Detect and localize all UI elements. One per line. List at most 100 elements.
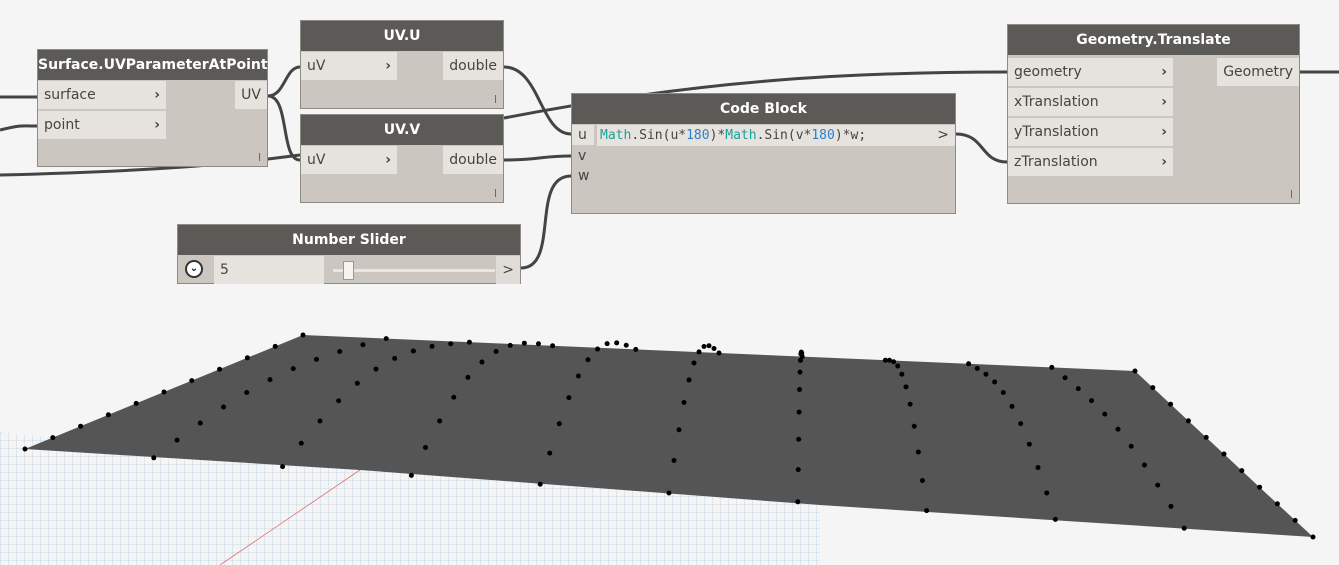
point (1102, 411, 1108, 417)
point (1181, 525, 1187, 531)
point (465, 374, 471, 380)
node-title: Geometry.Translate (1008, 25, 1299, 55)
node-number-slider[interactable]: Number Slider ⌄ 5 > (177, 224, 521, 284)
point (161, 389, 167, 395)
code-token: 180 (686, 128, 710, 143)
input-port-v[interactable]: v (578, 148, 587, 164)
point (882, 357, 888, 363)
point (891, 359, 897, 365)
port-label: geometry (1014, 64, 1082, 80)
point (556, 421, 562, 427)
port-label: uV (307, 58, 326, 74)
input-port-xtranslation[interactable]: xTranslation› (1008, 88, 1173, 116)
point (575, 373, 581, 379)
point (966, 361, 972, 367)
point (797, 357, 803, 363)
point (623, 342, 629, 348)
point (711, 345, 717, 351)
chevron-right-icon: › (385, 58, 391, 74)
input-port-point[interactable]: point› (38, 111, 166, 139)
point (696, 349, 702, 355)
node-title: UV.V (301, 115, 503, 145)
chevron-right-icon: › (154, 87, 160, 103)
lacing-indicator: l (493, 93, 497, 106)
point (466, 339, 472, 345)
point (681, 399, 687, 405)
point (50, 435, 56, 441)
point (983, 371, 989, 377)
node-surface-uvparameteratpoint[interactable]: Surface.UVParameterAtPoint surface› poin… (37, 49, 268, 167)
expand-chevron-icon[interactable]: ⌄ (185, 260, 203, 278)
output-port-double[interactable]: double (443, 146, 503, 174)
input-port-surface[interactable]: surface › (38, 81, 166, 109)
point (1221, 451, 1227, 457)
point (535, 341, 541, 347)
node-uv-v[interactable]: UV.V uV› double l (300, 114, 504, 203)
output-port[interactable]: > (496, 256, 520, 284)
input-port-u[interactable]: u (572, 125, 594, 145)
input-port-ytranslation[interactable]: yTranslation› (1008, 118, 1173, 146)
point (1292, 517, 1298, 523)
point (1239, 468, 1245, 474)
input-port-uv[interactable]: uV› (301, 146, 397, 174)
surface-plane (25, 335, 1313, 537)
point (797, 369, 803, 375)
node-uv-u[interactable]: UV.U uV› double l (300, 20, 504, 109)
node-geometry-translate[interactable]: Geometry.Translate geometry› xTranslatio… (1007, 24, 1300, 204)
point (507, 342, 513, 348)
lacing-indicator: l (1289, 188, 1293, 201)
node-code-block[interactable]: Code Block u v w Math.Sin(u*180)*Math.Si… (571, 93, 956, 214)
point (1310, 534, 1316, 540)
point (701, 343, 707, 349)
input-port-ztranslation[interactable]: zTranslation› (1008, 148, 1173, 176)
point (797, 386, 803, 392)
point (633, 346, 639, 352)
output-port-double[interactable]: double (443, 52, 503, 80)
slider-value-field[interactable]: 5 (214, 256, 324, 284)
point (895, 363, 901, 369)
input-port-geometry[interactable]: geometry› (1008, 58, 1173, 86)
point (686, 377, 692, 383)
code-token: )*w; (834, 128, 867, 143)
point (1075, 386, 1081, 392)
port-label: uV (307, 152, 326, 168)
point (1062, 375, 1068, 381)
slider-thumb[interactable] (343, 261, 354, 280)
output-port-uv[interactable]: UV (235, 81, 267, 109)
lacing-indicator: l (493, 187, 497, 200)
point (604, 341, 610, 347)
code-token: .Sin(v* (756, 128, 812, 143)
point (903, 384, 909, 390)
input-port-w[interactable]: w (578, 168, 590, 184)
output-port[interactable]: > (931, 125, 955, 146)
point (1035, 465, 1041, 471)
point (174, 437, 180, 443)
point (267, 377, 273, 383)
output-port-geometry[interactable]: Geometry (1217, 58, 1299, 86)
point (1049, 364, 1055, 370)
point (795, 499, 801, 505)
point (1115, 426, 1121, 432)
chevron-right-icon: › (1161, 124, 1167, 140)
background-grid (0, 432, 820, 565)
code-token: 180 (811, 128, 835, 143)
point (189, 378, 195, 384)
slider-track[interactable] (333, 269, 495, 272)
port-label: surface (44, 87, 96, 103)
code-token: Math (725, 128, 757, 143)
point (448, 341, 454, 347)
point (1203, 434, 1209, 440)
point (337, 349, 343, 355)
point (1185, 418, 1191, 424)
point (1052, 516, 1058, 522)
point (1155, 482, 1161, 488)
point (566, 395, 572, 401)
point-cloud (22, 332, 1316, 540)
point (1257, 484, 1263, 490)
point (1168, 401, 1174, 407)
code-editor[interactable]: Math.Sin(u*180)*Math.Sin(v*180)*w; (597, 125, 931, 146)
input-port-uv[interactable]: uV › (301, 52, 397, 80)
point (1168, 503, 1174, 509)
point (666, 490, 672, 496)
point (360, 342, 366, 348)
